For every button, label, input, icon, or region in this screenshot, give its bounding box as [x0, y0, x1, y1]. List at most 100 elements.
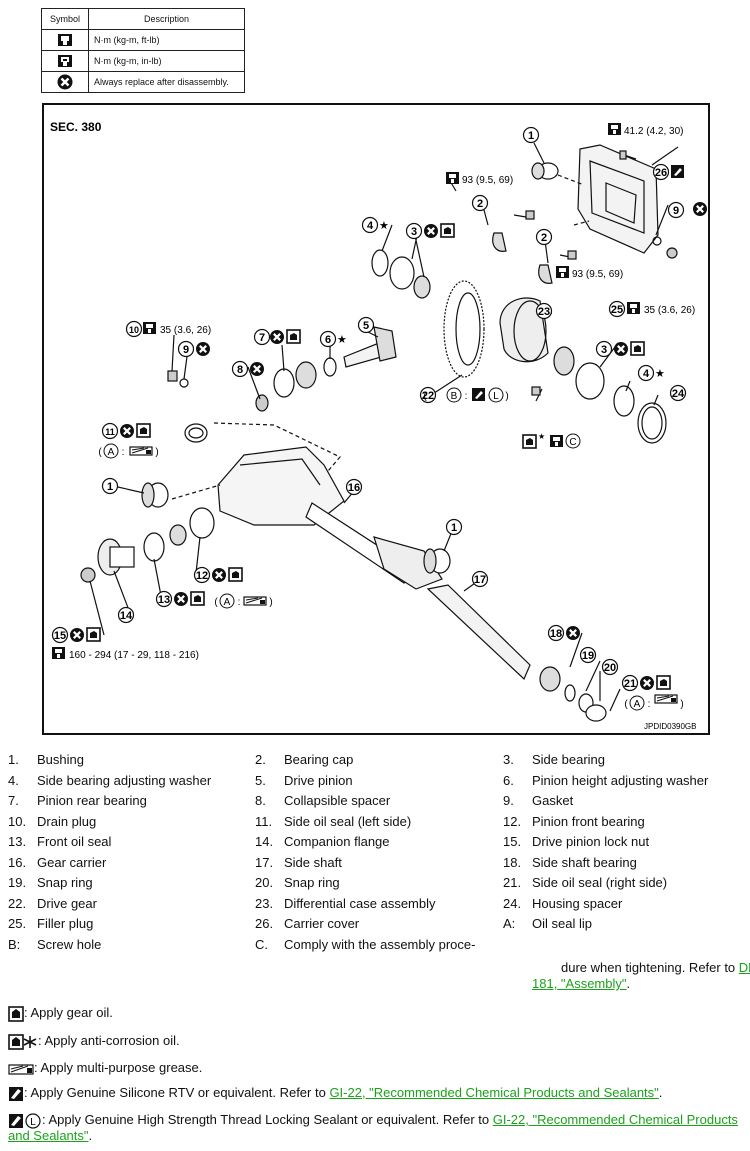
- symbol-desc-1: N·m (kg-m, ft-lb): [88, 29, 245, 51]
- legend-item-label: Side bearing adjusting washer: [37, 772, 212, 788]
- dln-181-link-a[interactable]: DLN-: [738, 960, 750, 975]
- svg-text:2: 2: [541, 232, 547, 244]
- svg-text:★: ★: [538, 432, 545, 441]
- symbol-table: Symbol Description N·m (kg-m, ft-lb) N·m…: [41, 8, 245, 93]
- callout-1-top: 1: [522, 126, 540, 144]
- legend-item-label: Differential case assembly: [284, 895, 436, 911]
- callout-1-left: 1: [101, 477, 119, 495]
- legend-item-number: 6.: [503, 772, 514, 788]
- legend-item-label: Gear carrier: [37, 854, 107, 870]
- callout-21: 21: [621, 674, 639, 692]
- legend-item-label: Comply with the assembly proce-: [284, 936, 476, 952]
- legend-item-label: Bushing: [37, 752, 84, 767]
- legend-item-number: 4.: [8, 772, 19, 788]
- svg-text:1: 1: [451, 522, 457, 534]
- svg-text:26: 26: [655, 167, 667, 179]
- grease-icon: [8, 1063, 34, 1075]
- svg-text:21: 21: [624, 678, 636, 690]
- legend-item-label: Snap ring: [284, 875, 340, 890]
- svg-text:25: 25: [611, 304, 623, 316]
- callout-9-left: 9: [177, 340, 195, 358]
- svg-text:11: 11: [105, 427, 115, 437]
- svg-text:): ): [269, 597, 272, 608]
- legend-item: 6.Pinion height adjusting washer: [503, 773, 708, 789]
- svg-text:3: 3: [411, 226, 417, 238]
- svg-text:A: A: [224, 597, 231, 608]
- svg-text:20: 20: [604, 662, 616, 674]
- thread-locking-sealant-icon: L: [9, 1112, 41, 1129]
- legend-item: 19. Snap ring: [8, 875, 93, 891]
- gi-22-link-thread-b[interactable]: and Sealants": [8, 1128, 89, 1143]
- legend-item-number: 14.: [255, 834, 274, 849]
- legend-item-number: 25.: [8, 916, 27, 931]
- svg-text:93 (9.5, 69): 93 (9.5, 69): [572, 269, 623, 280]
- legend-item-number: 19.: [8, 875, 27, 890]
- gi-22-link-rtv[interactable]: GI-22, "Recommended Chemical Products an…: [329, 1085, 659, 1100]
- legend-item-label: Filler plug: [37, 916, 94, 931]
- callout-3-left: 3: [405, 222, 423, 240]
- legend-item-number: 18.: [503, 854, 522, 870]
- section-label: SEC. 380: [50, 120, 102, 134]
- callout-19: 19: [579, 646, 597, 664]
- legend-item-label: Drive pinion lock nut: [532, 834, 650, 849]
- legend-item: 12.Pinion front bearing: [503, 814, 645, 830]
- note-anti-corrosion: : Apply anti-corrosion oil.: [8, 1033, 180, 1050]
- legend-item-number: 5.: [255, 772, 266, 788]
- legend-item: 11.Side oil seal (left side): [255, 814, 411, 830]
- note-gear-oil: : Apply gear oil.: [8, 1005, 113, 1022]
- legend-item-label: Housing spacer: [532, 895, 623, 911]
- callout-16: 16: [345, 478, 363, 496]
- legend-item-label: Side oil seal (right side): [532, 875, 668, 890]
- torque-wrench-small-icon: [58, 55, 72, 67]
- legend-item-number: 13.: [8, 834, 27, 849]
- svg-text:18: 18: [550, 628, 562, 640]
- svg-text:12: 12: [196, 570, 208, 582]
- callout-26: 26: [652, 163, 670, 181]
- dln-181-link-b[interactable]: 181, "Assembly": [532, 976, 627, 991]
- callout-6: 6: [319, 330, 337, 348]
- callout-10: 10: [125, 320, 143, 338]
- svg-text::: :: [122, 447, 125, 458]
- legend-c-line2: dure when tightening. Refer to DLN-: [532, 960, 750, 976]
- svg-text:1: 1: [107, 481, 113, 493]
- legend-item: 20.Snap ring: [255, 875, 340, 891]
- legend-item: 4. Side bearing adjusting washer: [8, 773, 211, 789]
- callout-2-b: 2: [535, 228, 553, 246]
- legend-item-label: Companion flange: [284, 834, 390, 849]
- callout-15: 15: [51, 626, 69, 644]
- svg-text:19: 19: [582, 650, 594, 662]
- legend-item-label: Side shaft bearing: [532, 854, 637, 870]
- legend-item: 23.Differential case assembly: [255, 896, 436, 912]
- legend-item-label: Gasket: [532, 793, 574, 808]
- callout-11: 11: [101, 422, 119, 440]
- legend-item-number: 10.: [8, 813, 27, 829]
- callout-12: 12: [193, 566, 211, 584]
- always-replace-icon: [57, 74, 73, 90]
- callout-22: 22: [419, 386, 437, 404]
- note-rtv: : Apply Genuine Silicone RTV or equivale…: [8, 1085, 662, 1102]
- legend-item-number: 7.: [8, 793, 19, 808]
- description-header: Description: [88, 8, 245, 30]
- legend-item-label: Screw hole: [37, 936, 102, 952]
- legend-item: A:Oil seal lip: [503, 916, 592, 932]
- legend-item: C.Comply with the assembly proce-: [255, 937, 475, 953]
- svg-text:1: 1: [528, 130, 534, 142]
- legend-item: 16.Gear carrier: [8, 855, 106, 871]
- legend-item: 24.Housing spacer: [503, 896, 622, 912]
- diagram-code: JPDID0390GB: [644, 722, 696, 731]
- legend-item: 9.Gasket: [503, 793, 573, 809]
- gi-22-link-thread-a[interactable]: GI-22, "Recommended Chemical Products: [492, 1112, 738, 1127]
- legend-item: 25. Filler plug: [8, 916, 93, 932]
- legend-item: 8.Collapsible spacer: [255, 793, 390, 809]
- svg-text:35 (3.6, 26): 35 (3.6, 26): [160, 325, 211, 336]
- legend-item: 1. Bushing: [8, 752, 84, 768]
- legend-item: 10.Drain plug: [8, 814, 96, 830]
- legend-item-number: 1.: [8, 752, 19, 767]
- callout-13: 13: [155, 590, 173, 608]
- legend-item: 7.Pinion rear bearing: [8, 793, 147, 809]
- legend-item: 17.Side shaft: [255, 855, 342, 871]
- callout-25: 25: [608, 300, 626, 318]
- svg-text:16: 16: [348, 482, 360, 494]
- legend-item: 2.Bearing cap: [255, 752, 353, 768]
- legend-item-label: Snap ring: [37, 875, 93, 890]
